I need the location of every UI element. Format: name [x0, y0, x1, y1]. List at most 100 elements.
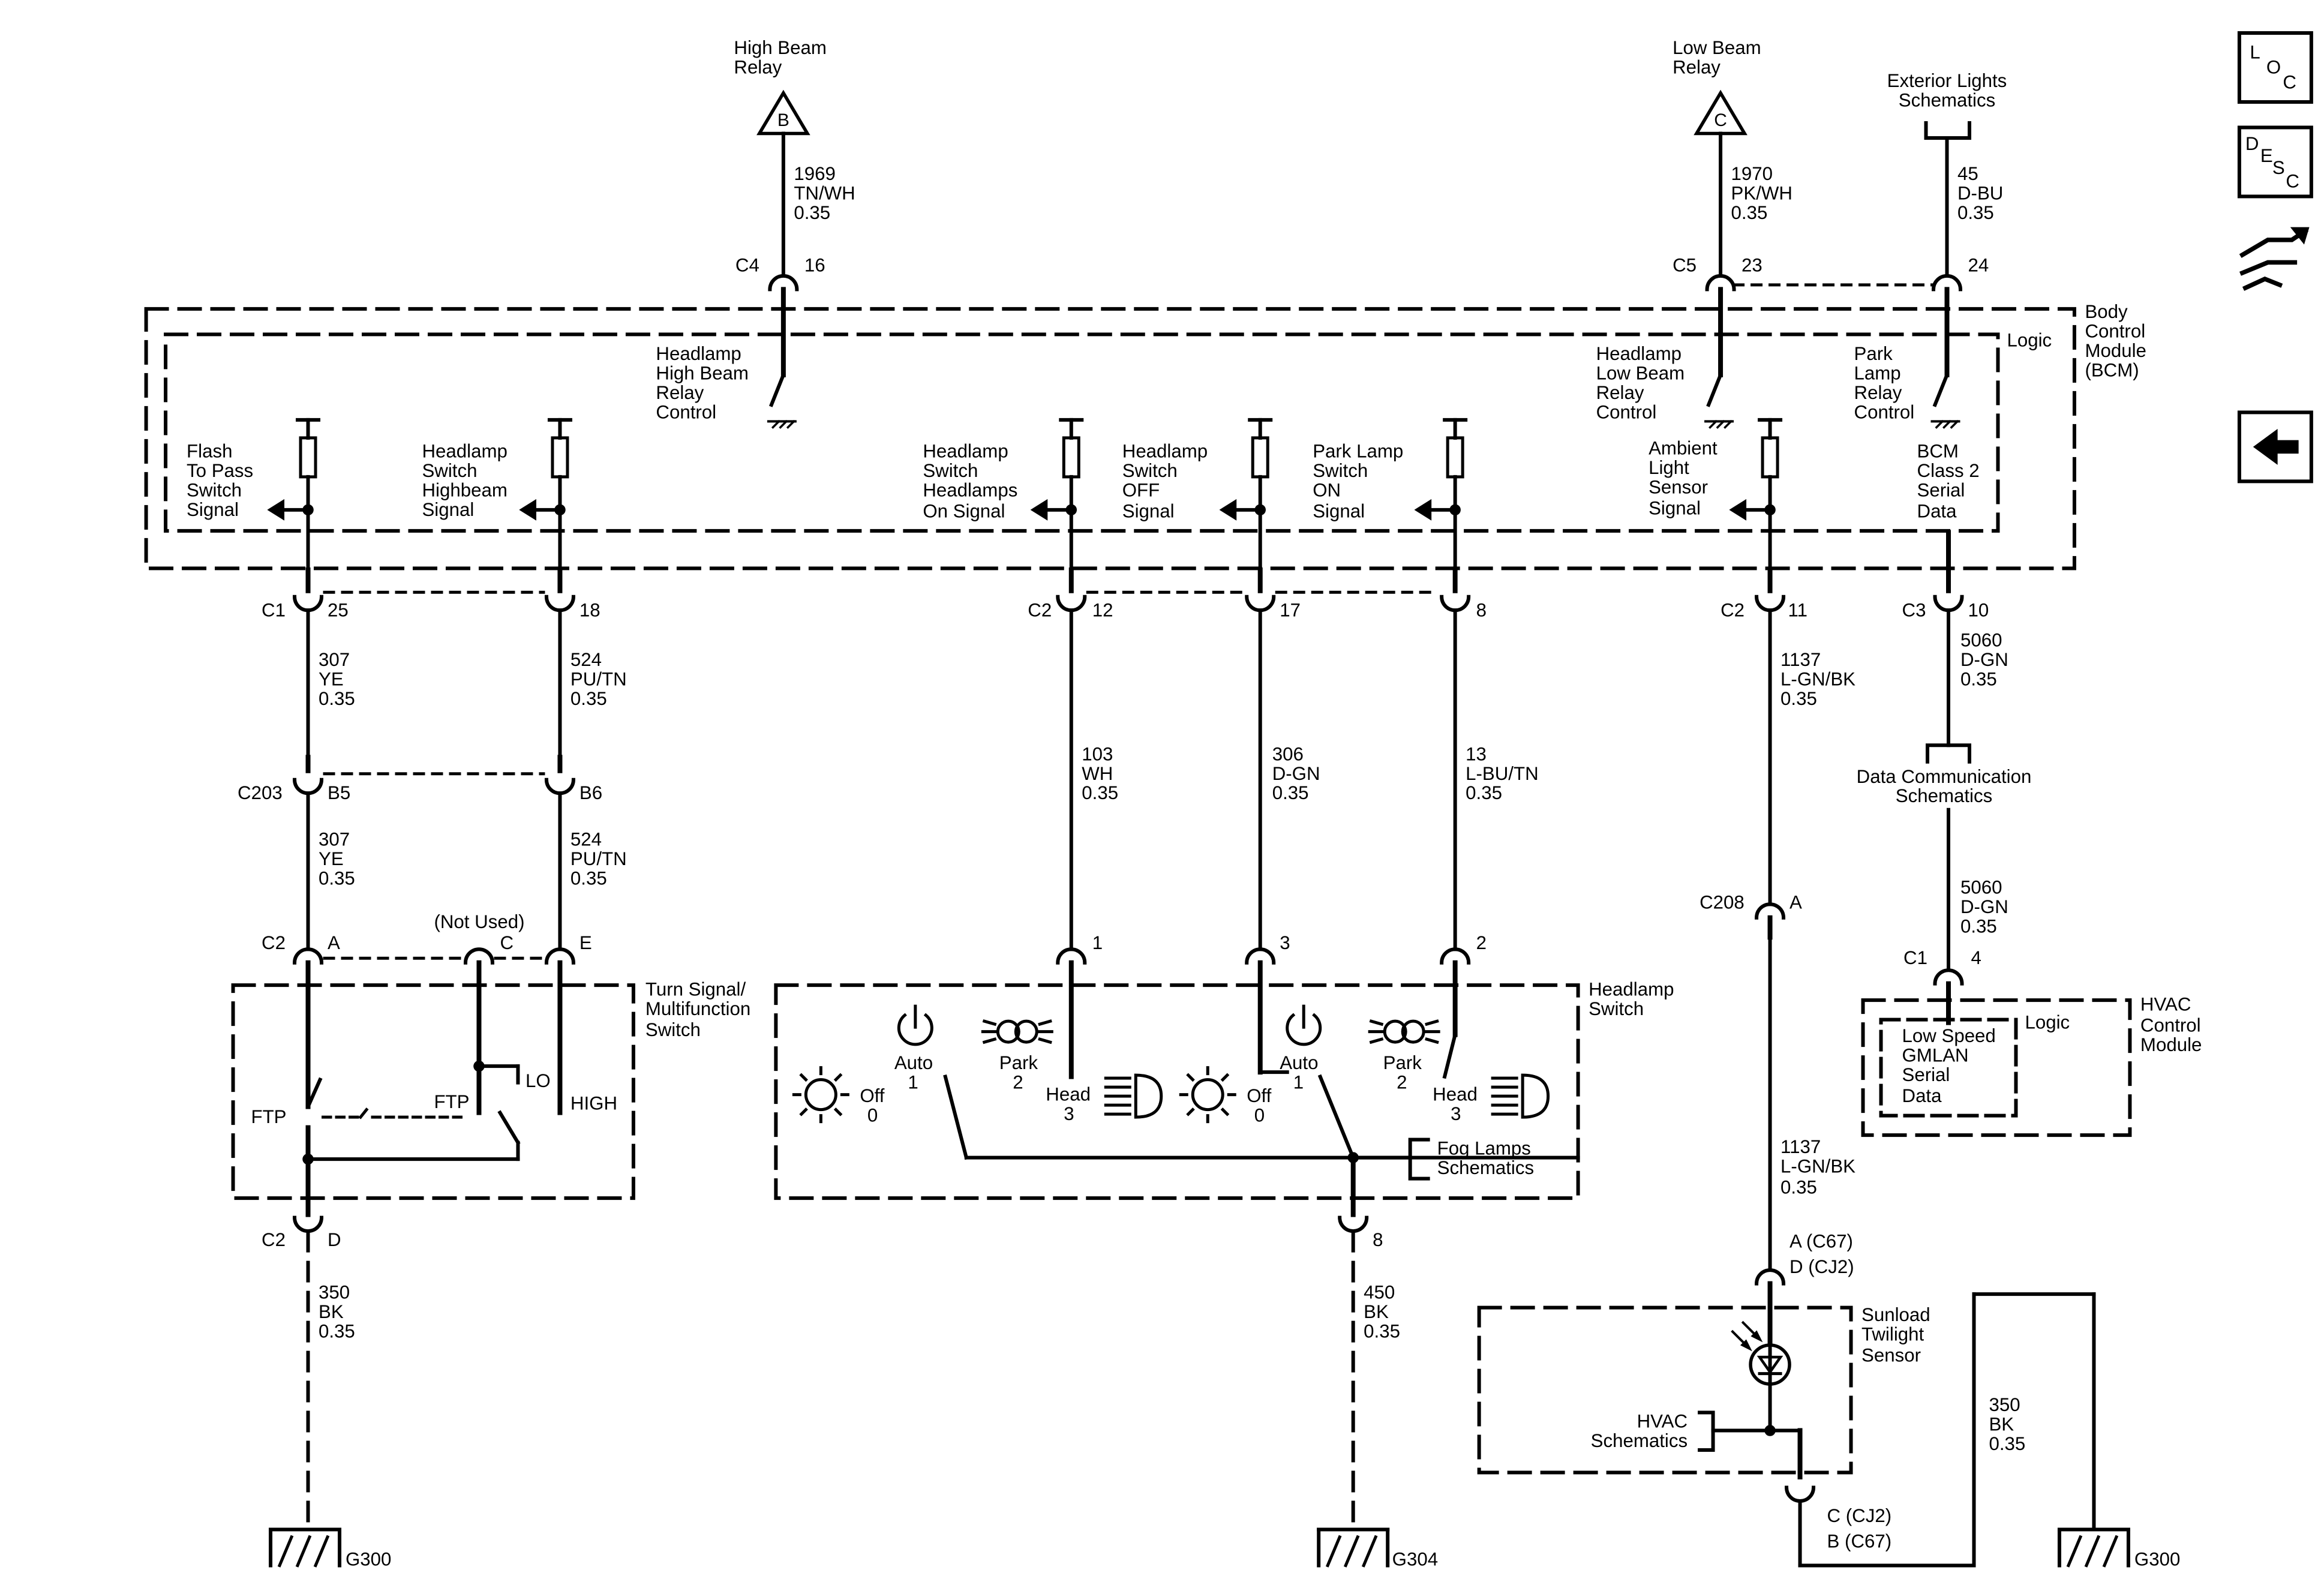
- sig-ambient-2: Light: [1649, 457, 1689, 478]
- sunload-title-2: Twilight: [1861, 1324, 1924, 1345]
- sig-class2-4: Data: [1917, 500, 1957, 521]
- w1969-gauge: 0.35: [794, 202, 830, 223]
- ts-title-3: Switch: [645, 1019, 701, 1040]
- w13-num: 13: [1466, 743, 1487, 764]
- c208-label: C208: [1700, 892, 1744, 913]
- bcm-title-4: (BCM): [2085, 359, 2139, 380]
- w524-gauge: 0.35: [571, 688, 607, 709]
- hs-park-n-right: 2: [1397, 1072, 1407, 1093]
- turn-signal-ground-wire: [293, 1215, 324, 1532]
- sig-highbeam-4: Signal: [422, 499, 474, 520]
- c203-w524-color: PU/TN: [571, 848, 627, 869]
- turn-signal-switch-conn: [293, 947, 575, 965]
- sig-headlamps-on-2: Switch: [923, 460, 978, 481]
- hvac-logic-label: Logic: [2025, 1012, 2070, 1033]
- w350a-color: BK: [319, 1301, 344, 1322]
- hvac-title-3: Module: [2140, 1034, 2202, 1055]
- ground-g304: [1317, 1527, 1390, 1568]
- w450-gauge: 0.35: [1364, 1321, 1400, 1342]
- turn-signal-switch-internals: [302, 960, 563, 1217]
- loc-icon[interactable]: [2237, 31, 2313, 104]
- sig-off-1: Headlamp: [1122, 440, 1208, 461]
- c4-label: C4: [735, 254, 759, 275]
- bcm-c2: C2: [1028, 599, 1052, 620]
- park-control-4: Control: [1854, 401, 1915, 422]
- sig-highbeam-2: Switch: [422, 460, 477, 481]
- c203-w524-gauge: 0.35: [571, 868, 607, 889]
- bcm-pin8: 8: [1476, 599, 1487, 620]
- hs-head-n-right: 3: [1451, 1103, 1461, 1124]
- headlamp-switch-internals: [792, 960, 1580, 1217]
- connector-view-icon[interactable]: [2239, 227, 2310, 291]
- c4-pin16: 16: [804, 254, 825, 275]
- hvac-logic-box: [1879, 1017, 2018, 1118]
- w5060b-gauge: 0.35: [1960, 916, 1997, 937]
- bcm-pin10: 10: [1968, 599, 1989, 620]
- hs-auto-n-left: 1: [908, 1072, 918, 1093]
- sig-flash-1: Flash: [187, 440, 232, 461]
- w1137-color: L-GN/BK: [1780, 668, 1855, 689]
- sunload-title-1: Sunload: [1861, 1304, 1930, 1325]
- bcm-outer-box: [144, 307, 2076, 571]
- low-beam-title-2: Relay: [1673, 56, 1721, 77]
- park-control-3: Relay: [1854, 382, 1902, 403]
- bcm-title-3: Module: [2085, 340, 2146, 361]
- w350a-gauge: 0.35: [319, 1321, 355, 1342]
- w350b-gauge: 0.35: [1989, 1433, 2025, 1454]
- w5060-gauge: 0.35: [1960, 668, 1997, 689]
- ext-lights-title-1: Exterior Lights: [1887, 70, 2007, 91]
- back-button[interactable]: [2237, 410, 2313, 484]
- fog-lamps-2: Schematics: [1437, 1157, 1534, 1178]
- desc-letter-d: D: [2245, 133, 2259, 154]
- sunload-sensor-wiring: [1698, 1268, 2096, 1568]
- sunload-pin-b: B (C67): [1827, 1531, 1892, 1552]
- w103-color: WH: [1082, 763, 1113, 784]
- hs-off-left: Off: [860, 1085, 884, 1106]
- high-beam-ref: B: [777, 110, 789, 130]
- hs-title-1: Headlamp: [1589, 979, 1674, 1000]
- w13-color: L-BU/TN: [1466, 763, 1538, 784]
- back-arrow-icon: [2253, 428, 2299, 465]
- w450-num: 450: [1364, 1282, 1395, 1303]
- hs-head-n-left: 3: [1064, 1103, 1074, 1124]
- headlamp-switch-box: [774, 983, 1580, 1200]
- lb-control-1: Headlamp: [1596, 343, 1682, 364]
- lb-control-3: Relay: [1596, 382, 1644, 403]
- w103-gauge: 0.35: [1082, 782, 1118, 803]
- c208-pin-a: A: [1789, 892, 1802, 913]
- w5060-num: 5060: [1960, 629, 2002, 650]
- sig-off-4: Signal: [1122, 500, 1175, 521]
- hs-title-2: Switch: [1589, 998, 1644, 1019]
- sunload-hvac-1: HVAC: [1637, 1411, 1688, 1432]
- c5-label: C5: [1673, 254, 1697, 275]
- sig-headlamps-on-3: Headlamps: [923, 479, 1017, 500]
- ground-g300-right: [2057, 1527, 2130, 1568]
- hvac-sig-3: Serial: [1902, 1064, 1950, 1085]
- c203-w307-color: YE: [319, 848, 344, 869]
- park-control-2: Lamp: [1854, 362, 1901, 383]
- bcm-logic-box: [164, 332, 2000, 533]
- w5060b-num: 5060: [1960, 877, 2002, 898]
- hvac-title-2: Control: [2140, 1015, 2201, 1036]
- g304-label: G304: [1392, 1549, 1438, 1570]
- w306-gauge: 0.35: [1272, 782, 1309, 803]
- hvac-sig-4: Data: [1902, 1085, 1942, 1106]
- c203-label: C203: [238, 782, 283, 803]
- sunload-title-3: Sensor: [1861, 1345, 1921, 1366]
- low-beam-relay-feed: [1694, 89, 1747, 429]
- lb-control-2: Low Beam: [1596, 362, 1685, 383]
- bcm-c1: C1: [262, 599, 286, 620]
- ts-title-2: Multifunction: [645, 998, 750, 1019]
- desc-icon[interactable]: [2237, 125, 2313, 199]
- c203-b5: B5: [328, 782, 350, 803]
- w306-num: 306: [1272, 743, 1304, 764]
- sig-flash-4: Signal: [187, 499, 239, 520]
- sunload-pin-a: A (C67): [1789, 1231, 1853, 1252]
- sig-flash-2: To Pass: [187, 460, 253, 481]
- park-control-1: Park: [1854, 343, 1893, 364]
- sig-off-3: OFF: [1122, 479, 1160, 500]
- w1969-color: TN/WH: [794, 182, 855, 203]
- low-beam-title-1: Low Beam: [1673, 37, 1761, 58]
- sig-park-on-3: ON: [1313, 479, 1341, 500]
- c5-pin23: 23: [1742, 254, 1762, 275]
